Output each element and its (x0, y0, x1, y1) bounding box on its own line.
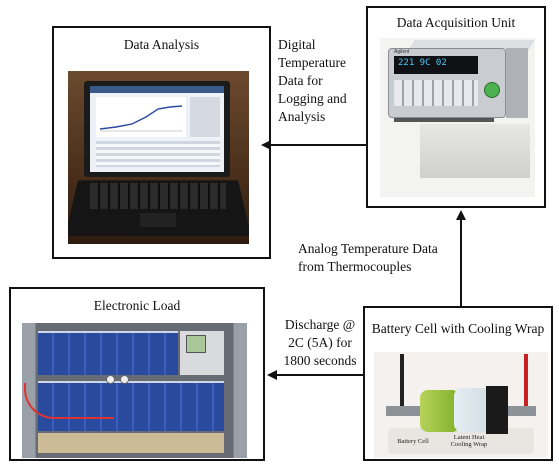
label-line: Analysis (278, 109, 326, 124)
latent-heat-photo-label: Latent Heat (453, 434, 485, 441)
battery-photo: Battery Cell Latent Heat Cooling Wrap (374, 352, 548, 458)
daq-display-readout: 221 9C 02 (398, 58, 447, 68)
label-line: Temperature (278, 55, 347, 70)
temperature-plot-icon (96, 97, 186, 137)
label-line: from Thermocouples (298, 259, 412, 274)
battery-cell-photo-label: Battery Cell (397, 438, 429, 445)
label-line: Data for (278, 73, 323, 88)
data-acquisition-box: Data Acquisition Unit Agilent 221 9C 02 (366, 6, 546, 208)
brand-logo: Agilent (394, 49, 410, 55)
data-analysis-box: Data Analysis (52, 26, 271, 259)
laptop-photo (68, 71, 249, 244)
electronic-load-photo (22, 323, 247, 458)
data-acquisition-title: Data Acquisition Unit (396, 15, 516, 30)
knob-icon (484, 82, 500, 98)
label-line: Logging and (278, 91, 347, 106)
battery-cell-title: Battery Cell with Cooling Wrap (371, 321, 545, 336)
electronic-load-title: Electronic Load (93, 298, 181, 313)
battery-cell-box: Battery Cell with Cooling Wrap Battery C… (363, 306, 553, 461)
data-analysis-title: Data Analysis (123, 37, 200, 52)
cooling-wrap-photo-label: Cooling Wrap (450, 441, 488, 448)
analog-data-label: Analog Temperature Data from Thermocoupl… (298, 240, 458, 276)
data-acquisition-photo: Agilent 221 9C 02 (380, 38, 535, 197)
electronic-load-box: Electronic Load (9, 287, 265, 461)
discharge-label: Discharge @ 2C (5A) for 1800 seconds (274, 316, 366, 370)
label-line: Digital (278, 37, 316, 52)
label-line: 2C (5A) for (288, 335, 352, 350)
label-line: 1800 seconds (283, 353, 357, 368)
digital-data-label: Digital Temperature Data for Logging and… (278, 36, 368, 126)
label-line: Discharge @ (284, 317, 356, 332)
label-line: Analog Temperature Data (298, 241, 438, 256)
